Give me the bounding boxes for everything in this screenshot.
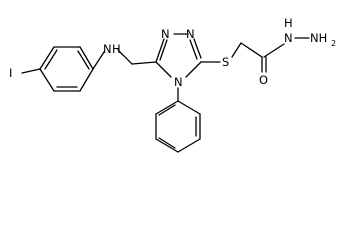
bond bbox=[193, 38, 202, 59]
bond bbox=[39, 68, 55, 92]
carbonyl-o-label: O bbox=[259, 73, 268, 87]
phenyl-ring bbox=[155, 100, 201, 153]
bond bbox=[21, 68, 41, 74]
bond bbox=[155, 138, 179, 153]
iodophenyl-ring bbox=[39, 46, 94, 92]
bond bbox=[155, 38, 165, 63]
bond bbox=[155, 61, 172, 78]
bond bbox=[92, 51, 105, 70]
triazole-n2-label: N bbox=[186, 27, 195, 41]
amine-n-label: N bbox=[103, 42, 112, 56]
iodine-label: I bbox=[9, 66, 12, 80]
bond bbox=[155, 100, 179, 115]
bond bbox=[79, 68, 94, 92]
double-bond bbox=[44, 49, 58, 70]
triazole-n1-label: N bbox=[161, 27, 170, 41]
bond bbox=[39, 46, 55, 70]
bond bbox=[79, 46, 94, 70]
bond bbox=[177, 100, 201, 115]
bond bbox=[131, 61, 157, 65]
bond bbox=[263, 43, 285, 58]
bond bbox=[231, 42, 242, 58]
bond bbox=[177, 138, 201, 153]
bond bbox=[185, 61, 202, 78]
triazole-ring bbox=[155, 33, 202, 78]
double-bond bbox=[189, 39, 198, 60]
amine-h-label: H bbox=[112, 42, 121, 56]
terminal-nh2-subscript: 2 bbox=[331, 39, 336, 48]
double-bond bbox=[77, 50, 90, 70]
bond bbox=[240, 42, 263, 58]
bond bbox=[117, 49, 133, 65]
triazole-n4-label: N bbox=[174, 75, 183, 89]
double-bond bbox=[158, 137, 176, 149]
double-bond bbox=[159, 39, 168, 61]
sulfur-label: S bbox=[222, 55, 229, 69]
hydrazide-n-label: N bbox=[284, 31, 293, 45]
terminal-nh2-label: NH bbox=[310, 31, 327, 45]
double-bond bbox=[158, 104, 176, 116]
hydrazide-h-label: H bbox=[284, 16, 293, 30]
molecule-structure: I N H N N N S O N H bbox=[9, 16, 336, 153]
